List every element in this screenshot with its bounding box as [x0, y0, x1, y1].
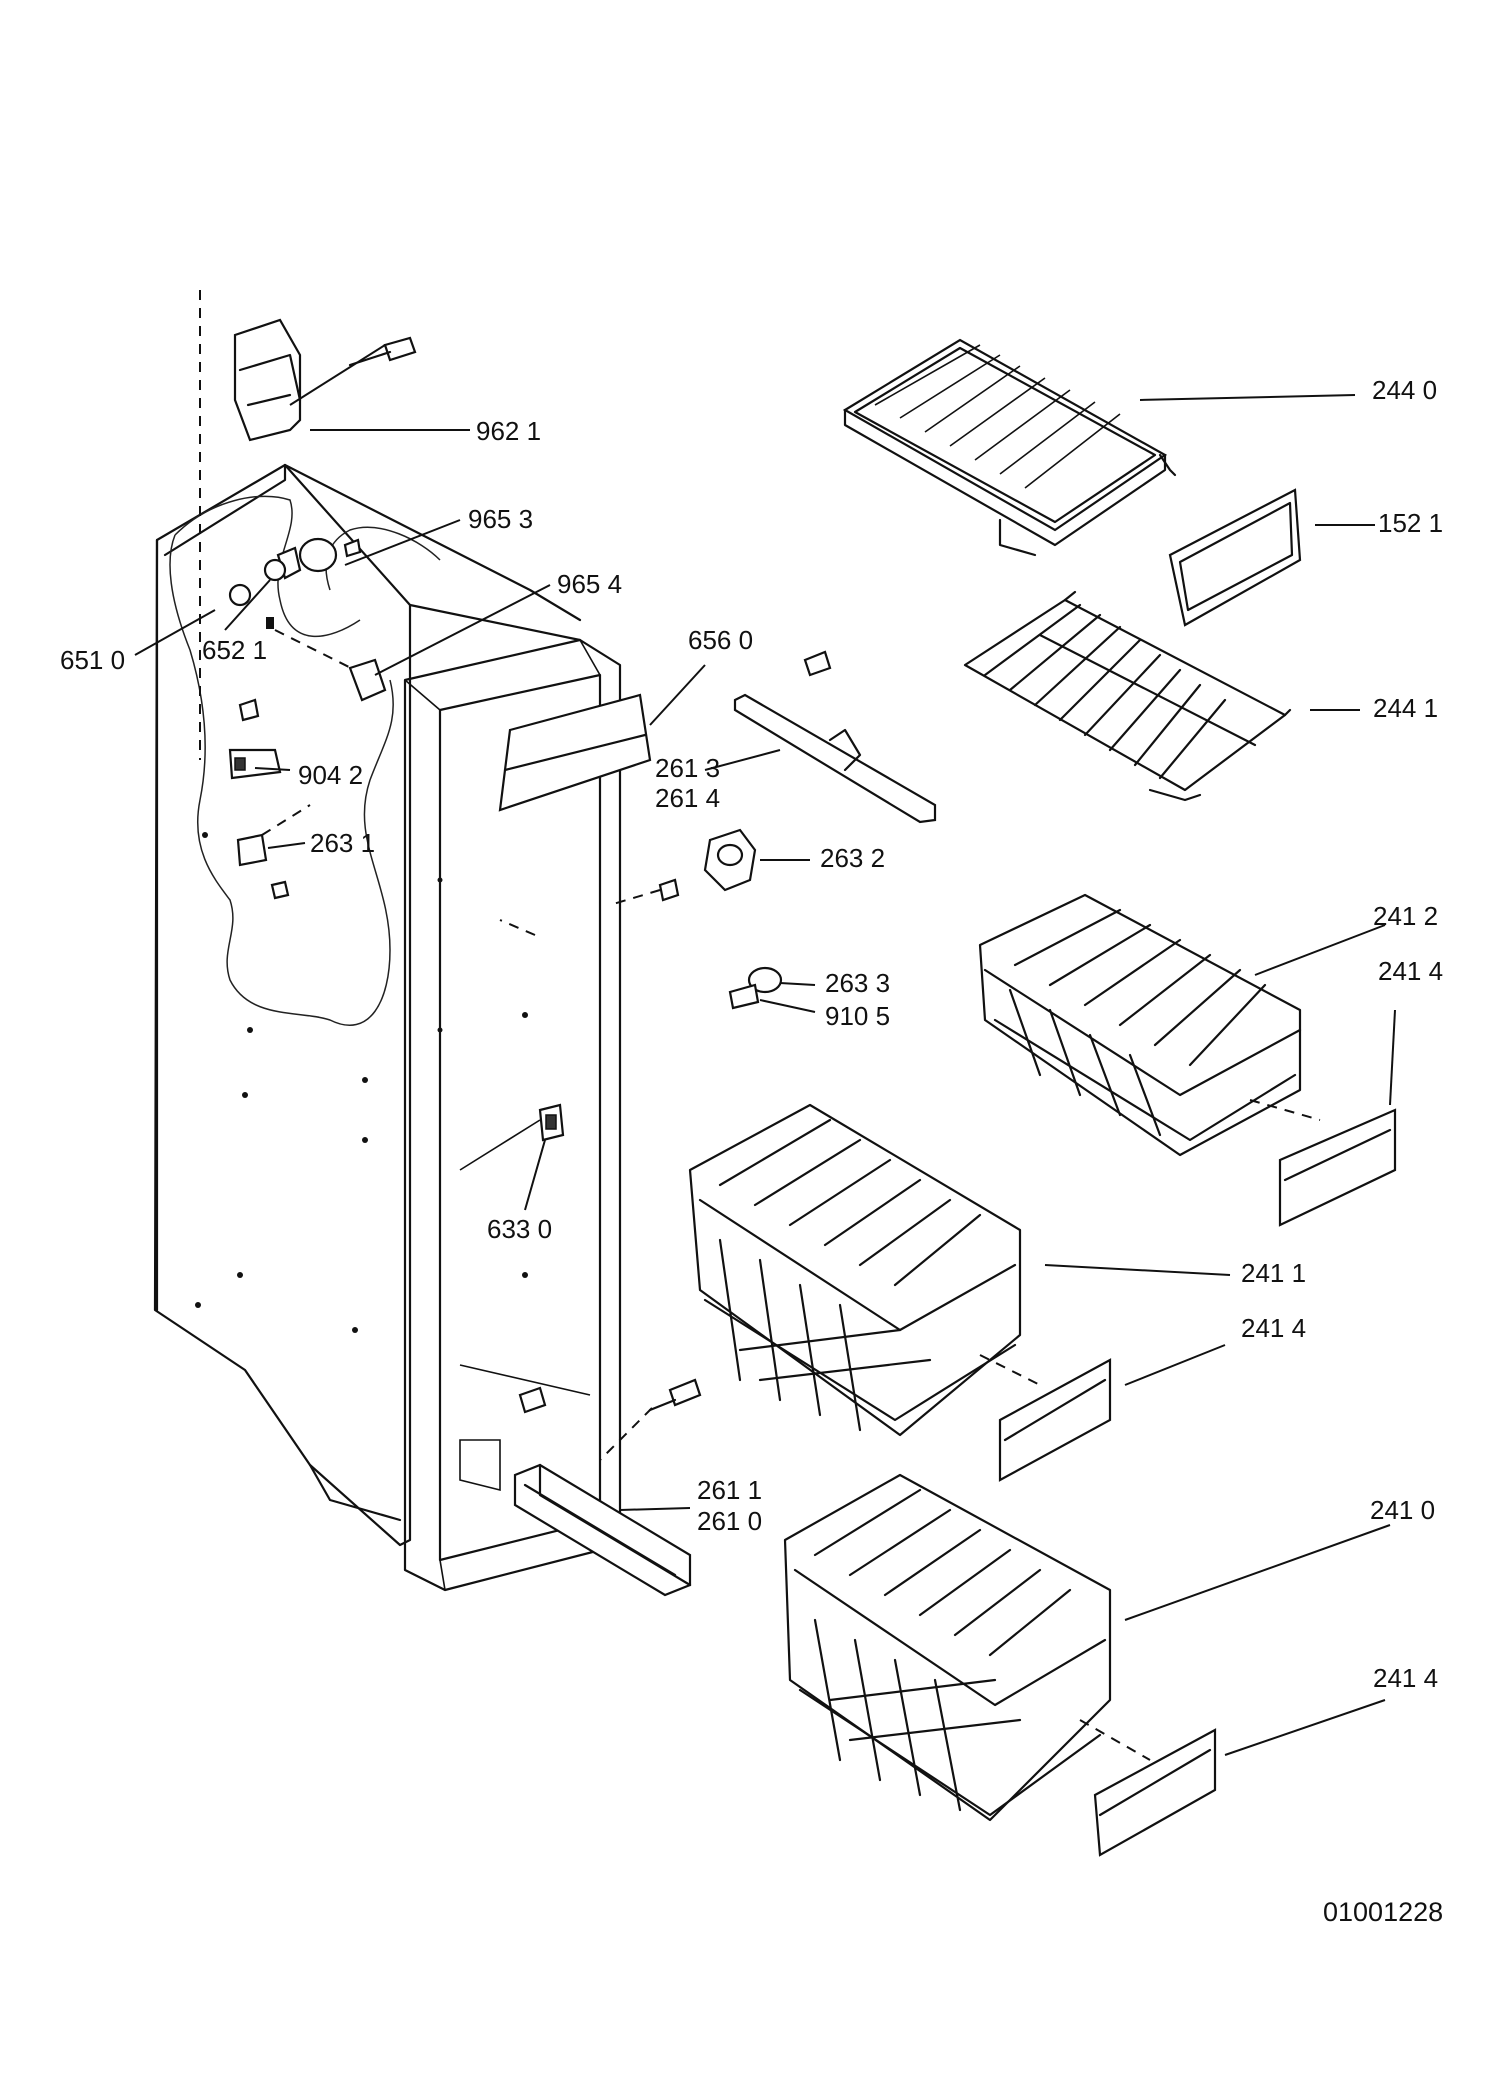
- top-cover: [498, 693, 652, 812]
- callout-962-1: 962 1: [476, 416, 542, 446]
- callout-261-1: 261 1: [697, 1475, 763, 1505]
- basket-front-lower: [1093, 1728, 1217, 1857]
- callout-241-4-middle: 241 4: [1241, 1313, 1307, 1343]
- callout-904-2: 904 2: [298, 760, 364, 790]
- callout-910-5: 910 5: [825, 1001, 891, 1031]
- callout-244-1: 244 1: [1373, 693, 1439, 723]
- callout-633-0: 633 0: [487, 1214, 553, 1244]
- cover-panel: [1168, 488, 1302, 627]
- callout-263-2: 263 2: [820, 843, 886, 873]
- bottom-grille: [513, 1378, 702, 1597]
- callout-241-4-upper: 241 4: [1378, 956, 1444, 986]
- glass-shelf-top: [842, 338, 1177, 557]
- shelf-support-rail: [733, 650, 937, 824]
- callout-965-4: 965 4: [557, 569, 623, 599]
- freezer-cabinet: [153, 463, 582, 1547]
- switch: [538, 1103, 565, 1142]
- callout-244-0: 244 0: [1372, 375, 1438, 405]
- wire-shelf: [963, 590, 1292, 802]
- basket-front-upper: [1278, 1108, 1397, 1227]
- leader-lines: [134, 394, 1396, 1756]
- shelf-clip-parts: [499, 828, 783, 1010]
- callout-261-3: 261 3: [655, 753, 721, 783]
- callout-241-4-lower: 241 4: [1373, 1663, 1439, 1693]
- wire-basket-middle: [688, 1103, 1041, 1437]
- callout-241-2: 241 2: [1373, 901, 1439, 931]
- callout-241-0: 241 0: [1370, 1495, 1436, 1525]
- callout-261-0: 261 0: [697, 1506, 763, 1536]
- wire-basket-upper: [978, 893, 1321, 1157]
- callout-241-1: 241 1: [1241, 1258, 1307, 1288]
- callout-263-1: 263 1: [310, 828, 376, 858]
- callout-263-3: 263 3: [825, 968, 891, 998]
- wire-basket-lower: [783, 1473, 1151, 1822]
- basket-front-middle: [998, 1358, 1112, 1482]
- callout-261-4: 261 4: [655, 783, 721, 813]
- callout-652-1: 652 1: [202, 635, 268, 665]
- callout-656-0: 656 0: [688, 625, 754, 655]
- callout-965-3: 965 3: [468, 504, 534, 534]
- callout-152-1: 152 1: [1378, 508, 1444, 538]
- top-hinge: [199, 290, 417, 760]
- callout-651-0: 651 0: [60, 645, 126, 675]
- light-assembly: [228, 537, 387, 900]
- drawing-number: 01001228: [1323, 1897, 1444, 1927]
